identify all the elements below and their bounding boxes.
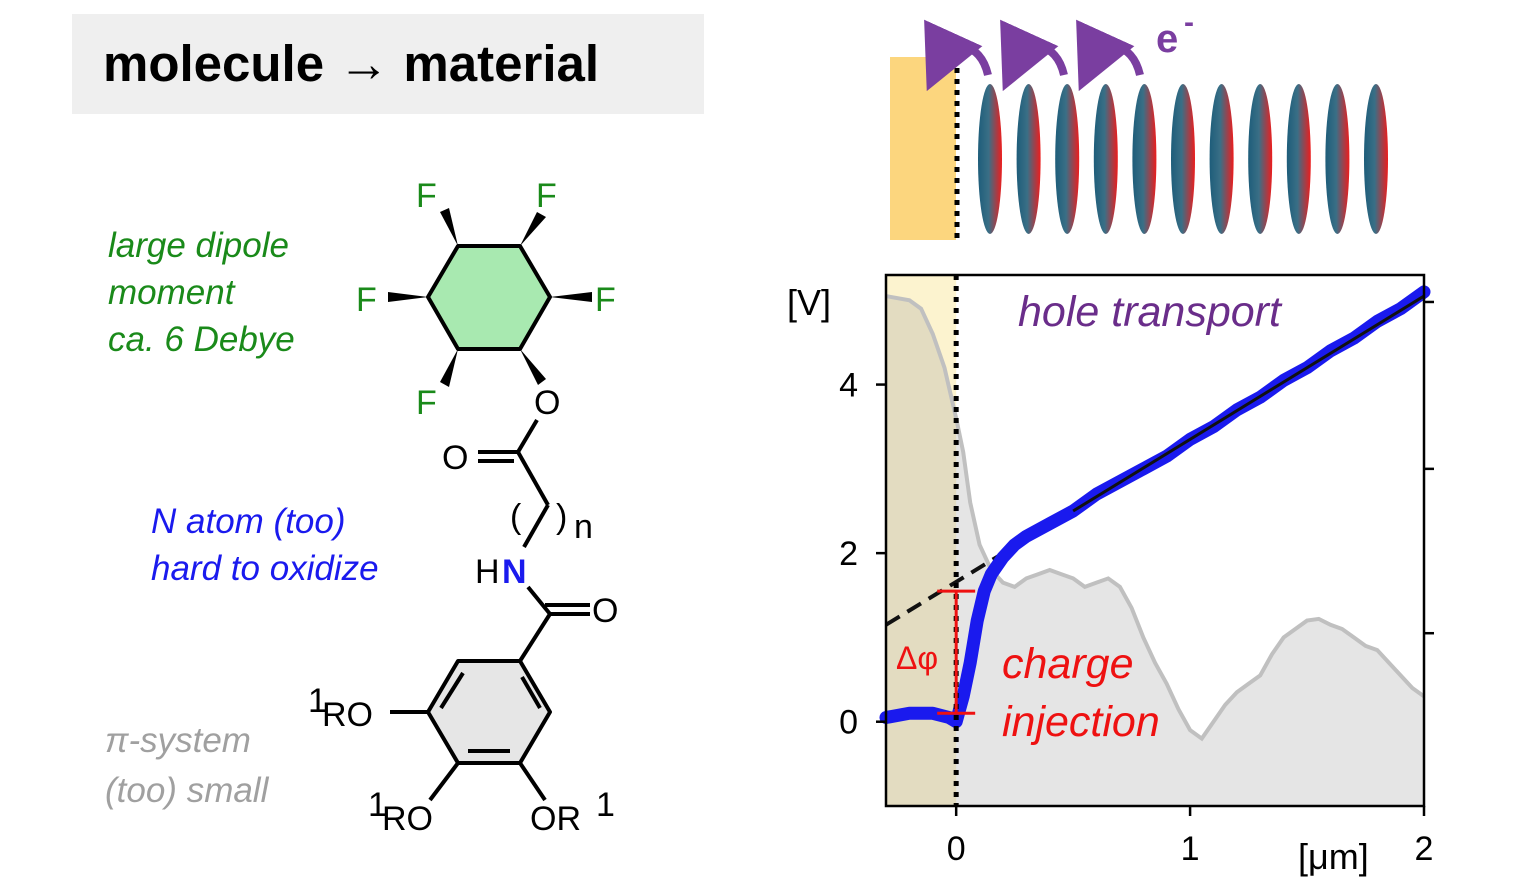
y-tick-label: 0 (839, 704, 858, 742)
chain-right-paren: ) (556, 498, 567, 536)
or-superscript: 1 (596, 786, 615, 824)
chain-left-paren: ( (510, 498, 522, 536)
charge-line-2: injection (1002, 698, 1160, 746)
bond (516, 418, 539, 454)
fluorine-label: F (356, 281, 377, 319)
wedge-bond (520, 212, 546, 246)
bond (526, 585, 552, 616)
n-atom-line-2: hard to oxidize (151, 549, 379, 588)
plot-frame (884, 273, 1426, 808)
amide-hydrogen: H (475, 553, 500, 591)
title-box (72, 14, 704, 114)
pi-line-1: π-system (105, 721, 251, 760)
bond (518, 612, 552, 663)
chain-subscript: n (574, 508, 593, 546)
page-title: molecule → material (103, 35, 600, 92)
chemical-structure: F F F F F O O ( ) n H N O 1 RO 1 RO OR 1 (308, 177, 618, 838)
bond (518, 761, 547, 802)
x-tick-label: 1 (1181, 830, 1200, 868)
x-tick-label: 0 (947, 830, 966, 868)
fluorine-label: F (536, 177, 557, 215)
fluorine-label: F (416, 384, 437, 422)
y-tick-label: 2 (839, 535, 858, 573)
aromatic-bond (520, 675, 542, 710)
wedge-bond (440, 349, 458, 387)
topography-fill (886, 296, 1424, 806)
topography-line (885, 294, 1426, 742)
wedge-bond (440, 208, 458, 246)
delta-phi-label: Δφ (896, 640, 939, 676)
pi-line-2: (too) small (105, 771, 269, 810)
ro-label: RO (322, 696, 373, 734)
ro-superscript: 1 (308, 682, 327, 720)
n-atom-line-1: N atom (too) (151, 502, 346, 541)
y-tick-label: 4 (839, 367, 858, 405)
bond (522, 504, 550, 548)
hole-transport-label: hole transport (1018, 288, 1281, 336)
fit-overlay (1072, 294, 1425, 513)
charge-injection-label: charge injection (1002, 635, 1160, 751)
n-atom-annotation: N atom (too) hard to oxidize (151, 498, 379, 592)
ester-oxygen: O (534, 384, 560, 422)
wedge-bond (388, 292, 428, 302)
dipole-line-2: moment (108, 273, 235, 312)
dipole-line-1: large dipole (108, 226, 289, 265)
dipole-annotation: large dipole moment ca. 6 Debye (108, 222, 295, 363)
wedge-bond (520, 349, 546, 385)
ro-label: RO (382, 800, 433, 838)
x-tick-label: 2 (1415, 830, 1434, 868)
or-label: OR (530, 800, 581, 838)
amide-oxygen: O (592, 592, 618, 630)
fluorine-label: F (416, 177, 437, 215)
dipole-line-3: ca. 6 Debye (108, 320, 295, 359)
pi-system-annotation: π-system (too) small (105, 716, 268, 816)
bond (516, 451, 550, 506)
charge-line-1: charge (1002, 640, 1134, 688)
y-axis-label: [V] (787, 282, 832, 323)
wedge-bond (550, 292, 592, 302)
carbonyl-oxygen: O (442, 439, 468, 477)
aromatic-bond (439, 671, 465, 710)
ro-superscript: 1 (368, 786, 387, 824)
bond (428, 761, 460, 802)
fluorine-label: F (595, 281, 616, 319)
amide-nitrogen: N (502, 553, 527, 591)
x-axis-label: [μm] (1298, 836, 1369, 877)
